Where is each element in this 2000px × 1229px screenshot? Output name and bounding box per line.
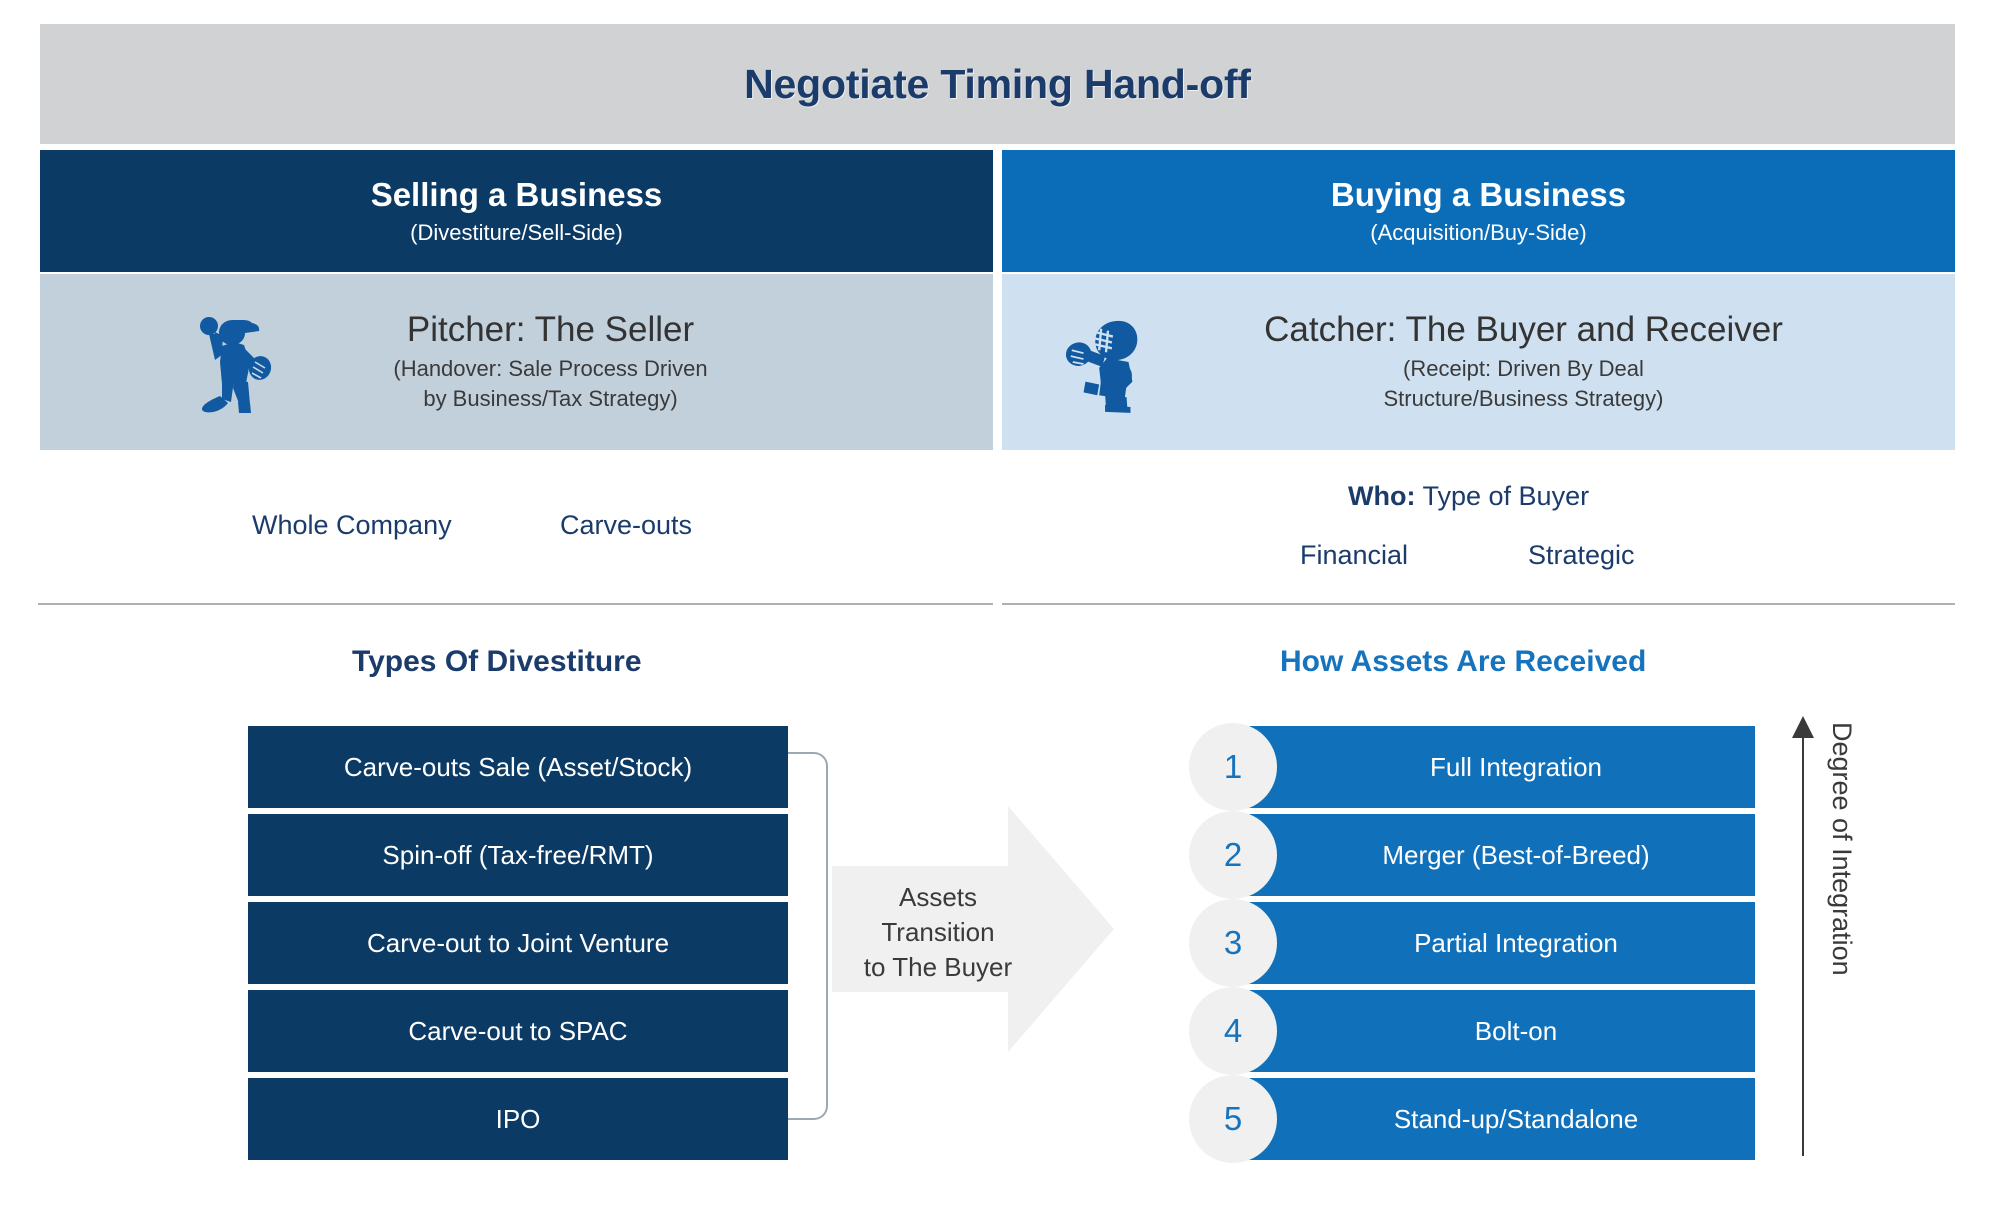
step-number-badge: 4 <box>1189 987 1277 1075</box>
up-arrow-icon <box>1786 716 1820 1156</box>
list-item[interactable]: 5 Stand-up/Standalone <box>1189 1075 1755 1163</box>
seller-role-sub-line2: by Business/Tax Strategy) <box>423 385 678 411</box>
role-text-seller: Pitcher: The Seller (Handover: Sale Proc… <box>278 309 993 414</box>
baseball-catcher-icon <box>1062 310 1152 414</box>
seller-role-sub-line1: (Handover: Sale Process Driven <box>393 356 708 382</box>
assets-transition-line2: to The Buyer <box>863 952 1013 983</box>
divestiture-type-list: Carve-outs Sale (Asset/Stock) Spin-off (… <box>248 726 788 1166</box>
step-number-badge: 3 <box>1189 899 1277 987</box>
label-carve-outs: Carve-outs <box>560 510 693 540</box>
who-value: Type of Buyer <box>1415 481 1590 511</box>
buying-subheading: (Acquisition/Buy-Side) <box>1370 219 1587 245</box>
buyer-role-title: Catcher: The Buyer and Receiver <box>1264 309 1783 349</box>
list-item-label: Merger (Best-of-Breed) <box>1382 839 1650 870</box>
role-band-buyer: Catcher: The Buyer and Receiver (Receipt… <box>1002 274 1955 450</box>
assets-transition-label: Assets Transition to The Buyer <box>842 880 1034 985</box>
buying-heading: Buying a Business <box>1330 176 1627 214</box>
list-item[interactable]: 4 Bolt-on <box>1189 987 1755 1075</box>
list-item-label: Partial Integration <box>1414 927 1618 958</box>
label-financial: Financial <box>1300 540 1409 570</box>
list-item[interactable]: IPO <box>248 1078 788 1160</box>
list-item-label: Stand-up/Standalone <box>1393 1103 1639 1134</box>
list-item[interactable]: 1 Full Integration <box>1189 723 1755 811</box>
list-item[interactable]: Spin-off (Tax-free/RMT) <box>248 814 788 896</box>
label-who-type-of-buyer: Who: Type of Buyer <box>1348 481 1589 512</box>
list-item[interactable]: 2 Merger (Best-of-Breed) <box>1189 811 1755 899</box>
buyer-role-sub-line2: Structure/Business Strategy) <box>1383 385 1664 411</box>
assets-transition-line1: Assets Transition <box>881 882 995 948</box>
divider-left <box>38 603 993 605</box>
label-strategic: Strategic <box>1528 540 1635 570</box>
assets-transition-arrow: Assets Transition to The Buyer <box>832 806 1114 1052</box>
diagram-title-bar: Negotiate Timing Hand-off <box>40 24 1955 144</box>
who-prefix: Who: <box>1348 481 1416 511</box>
section-heading-how-assets-are-received: How Assets Are Received <box>1280 645 1647 678</box>
asset-receipt-list: 1 Full Integration 2 Merger (Best-of-Bre… <box>1189 723 1755 1166</box>
list-item-label: Bolt-on <box>1474 1015 1558 1046</box>
seller-role-sub: (Handover: Sale Process Driven by Busine… <box>393 354 707 413</box>
role-text-buyer: Catcher: The Buyer and Receiver (Receipt… <box>1152 309 1955 414</box>
divestiture-bracket <box>788 752 828 1120</box>
list-item-label: Full Integration <box>1430 751 1602 782</box>
step-number-badge: 5 <box>1189 1075 1277 1163</box>
buyer-role-sub: (Receipt: Driven By Deal Structure/Busin… <box>1383 354 1663 413</box>
list-item[interactable]: Carve-out to Joint Venture <box>248 902 788 984</box>
baseball-pitcher-icon <box>188 310 278 414</box>
column-header-buying: Buying a Business (Acquisition/Buy-Side) <box>1002 150 1955 272</box>
list-item[interactable]: Carve-outs Sale (Asset/Stock) <box>248 726 788 808</box>
selling-subheading: (Divestiture/Sell-Side) <box>410 219 623 245</box>
degree-of-integration-label: Degree of Integration <box>1827 722 1857 976</box>
role-band-seller: Pitcher: The Seller (Handover: Sale Proc… <box>40 274 993 450</box>
page-title: Negotiate Timing Hand-off <box>744 60 1251 107</box>
step-number-badge: 1 <box>1189 723 1277 811</box>
divider-right <box>1002 603 1955 605</box>
step-number-badge: 2 <box>1189 811 1277 899</box>
seller-role-title: Pitcher: The Seller <box>406 309 695 349</box>
label-whole-company: Whole Company <box>252 510 452 540</box>
column-header-selling: Selling a Business (Divestiture/Sell-Sid… <box>40 150 993 272</box>
buyer-role-sub-line1: (Receipt: Driven By Deal <box>1403 356 1644 382</box>
selling-heading: Selling a Business <box>370 176 663 214</box>
section-heading-types-of-divestiture: Types Of Divestiture <box>352 645 642 678</box>
list-item[interactable]: 3 Partial Integration <box>1189 899 1755 987</box>
list-item[interactable]: Carve-out to SPAC <box>248 990 788 1072</box>
